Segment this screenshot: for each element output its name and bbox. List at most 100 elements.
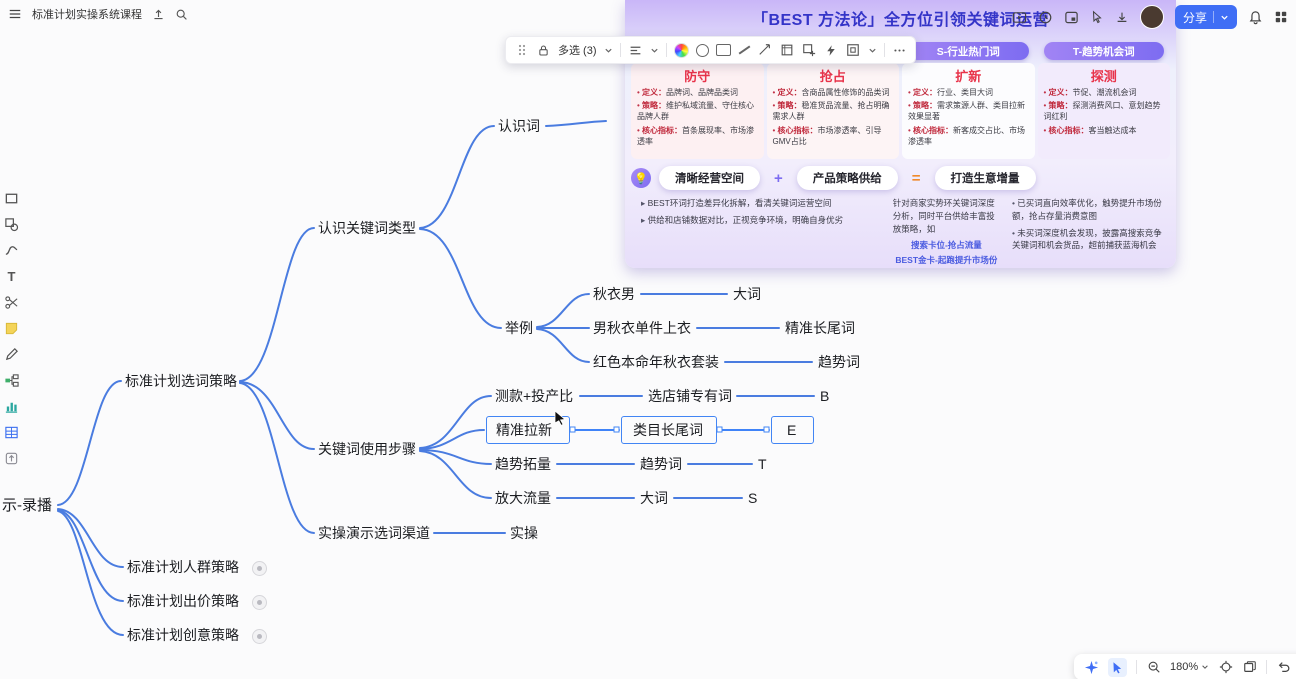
table-tool-icon[interactable] (3, 424, 20, 441)
plus-symbol: + (774, 169, 783, 187)
toolbar-divider (619, 43, 621, 57)
node-step-1[interactable]: 测款+投产比 (495, 388, 574, 404)
node-know-types[interactable]: 认识关键词类型 (318, 220, 416, 236)
export-icon[interactable] (152, 8, 165, 21)
rect-shape-icon[interactable] (715, 44, 731, 56)
frame-tool-icon[interactable] (3, 190, 20, 207)
search-icon[interactable] (175, 8, 188, 21)
line-shape-icon[interactable] (738, 45, 750, 55)
node-step-2-word[interactable]: 类目长尾词 (633, 422, 703, 438)
drag-handle-icon[interactable] (514, 43, 529, 58)
scissors-tool-icon[interactable] (3, 294, 20, 311)
share-button[interactable]: 分享 (1174, 5, 1237, 29)
locate-icon[interactable] (1218, 660, 1233, 675)
node-step-3[interactable]: 趋势拓量 (495, 456, 551, 472)
node-step-2-code[interactable]: E (787, 422, 797, 438)
selection-handle (613, 426, 620, 433)
zoom-out-icon[interactable] (1146, 660, 1161, 675)
connector-style-icon[interactable] (758, 43, 773, 58)
add-frame-icon[interactable] (802, 43, 817, 58)
node-step-1-code[interactable]: B (820, 388, 830, 404)
minimap-icon[interactable] (1064, 10, 1079, 25)
node-step-3-word[interactable]: 趋势词 (640, 456, 682, 472)
chevron-down-icon[interactable] (868, 46, 877, 55)
color-picker-icon[interactable] (673, 42, 689, 58)
mouse-cursor-icon (554, 410, 567, 430)
menu-icon[interactable] (8, 7, 22, 21)
mindmap-root-node[interactable]: 示-录播 (2, 497, 52, 514)
more-icon[interactable] (892, 43, 907, 58)
undo-icon[interactable] (1276, 660, 1291, 675)
node-demo-child[interactable]: 实操 (510, 525, 538, 541)
slide-flow-row: 💡 清晰经营空间 + 产品策略供给 = 打造生意增量 (631, 166, 1170, 190)
frame-icon[interactable] (780, 43, 795, 58)
slide-column-header: S-行业热门词 (908, 42, 1029, 60)
selection-toolbar: 多选 (3) (505, 36, 916, 64)
node-step-1-word[interactable]: 选店铺专有词 (648, 388, 732, 404)
note-item: 针对商家实势环关键词深度分析，同时平台供给丰富投放策略，如 (892, 198, 995, 234)
node-example-1[interactable]: 秋衣男 (593, 286, 635, 302)
slide-column-s: S-行业热门词 扩新 定义：行业、类目大词 策略：需求策源人群、类目拉新效果显著… (902, 42, 1035, 159)
node-bid-strategy[interactable]: 标准计划出价策略 (127, 593, 239, 609)
user-avatar[interactable] (1139, 5, 1164, 29)
slide-column-tag: 扩新 (955, 69, 982, 84)
shape-tool-icon[interactable] (3, 216, 20, 233)
upload-tool-icon[interactable] (3, 450, 20, 467)
node-example-2[interactable]: 男秋衣单件上衣 (593, 320, 691, 336)
chevron-down-icon[interactable] (650, 46, 659, 55)
chevron-down-icon (1221, 15, 1228, 20)
text-tool-icon[interactable]: T (7, 269, 16, 284)
node-know-word[interactable]: 认识词 (498, 118, 540, 134)
selection-box[interactable] (771, 416, 814, 444)
node-example-2-type[interactable]: 精准长尾词 (785, 320, 855, 336)
sticky-note-tool-icon[interactable] (3, 320, 20, 337)
chevron-down-icon[interactable] (604, 46, 613, 55)
pages-icon[interactable] (1242, 660, 1257, 675)
multi-select-label[interactable]: 多选 (3) (558, 45, 597, 57)
node-step-4[interactable]: 放大流量 (495, 490, 551, 506)
node-audience-strategy[interactable]: 标准计划人群策略 (127, 559, 239, 575)
select-cursor-icon[interactable] (1108, 657, 1127, 677)
node-example-1-type[interactable]: 大词 (733, 286, 761, 302)
node-select-strategy[interactable]: 标准计划选词策略 (125, 373, 237, 389)
expand-node-button[interactable] (252, 595, 267, 610)
chart-tool-icon[interactable] (3, 398, 20, 415)
node-examples[interactable]: 举例 (505, 320, 533, 336)
align-icon[interactable] (628, 43, 643, 58)
connector-tool-icon[interactable] (3, 242, 20, 259)
flow-pill-3: 打造生意增量 (934, 166, 1036, 190)
document-title[interactable]: 标准计划实操系统课程 (32, 9, 142, 21)
slide-columns: B-品牌专属词 防守 定义：品牌词、品牌品类词 策略：维护私域流量、守住核心品牌… (631, 42, 1170, 159)
bell-icon[interactable] (1248, 10, 1263, 25)
present-icon[interactable] (1012, 10, 1027, 25)
zoom-level-control[interactable]: 180% (1170, 661, 1209, 673)
lock-icon[interactable] (536, 43, 551, 58)
follow-cursor-icon[interactable] (1090, 10, 1104, 24)
topbar-right: 分享 (1012, 5, 1288, 29)
circle-shape-icon[interactable] (695, 43, 709, 57)
share-divider (1213, 11, 1214, 23)
node-example-3-type[interactable]: 趋势词 (818, 354, 860, 370)
expand-node-button[interactable] (252, 561, 267, 576)
history-icon[interactable] (1038, 10, 1053, 25)
node-demo[interactable]: 实操演示选词渠道 (318, 525, 430, 541)
node-creative-strategy[interactable]: 标准计划创意策略 (127, 627, 239, 643)
expand-node-button[interactable] (252, 629, 267, 644)
component-icon[interactable] (846, 43, 861, 58)
download-icon[interactable] (1115, 10, 1129, 24)
ai-assistant-icon[interactable] (1084, 660, 1099, 675)
apps-grid-icon[interactable] (1274, 10, 1288, 24)
lightning-icon[interactable] (824, 43, 839, 58)
mindmap-tool-icon[interactable] (3, 372, 20, 389)
node-steps[interactable]: 关键词使用步骤 (318, 441, 416, 457)
node-step-4-word[interactable]: 大词 (640, 490, 668, 506)
node-step-3-code[interactable]: T (758, 456, 767, 472)
slide-title: 「BEST 方法论」全方位引领关键词运营 (751, 12, 1050, 29)
slide-column-tag: 探测 (1090, 69, 1117, 84)
node-step-2[interactable]: 精准拉新 (496, 422, 552, 438)
slide-column-header: T-趋势机会词 (1043, 42, 1164, 60)
node-step-4-code[interactable]: S (748, 490, 758, 506)
pen-tool-icon[interactable] (3, 346, 20, 363)
node-example-3[interactable]: 红色本命年秋衣套装 (593, 354, 719, 370)
